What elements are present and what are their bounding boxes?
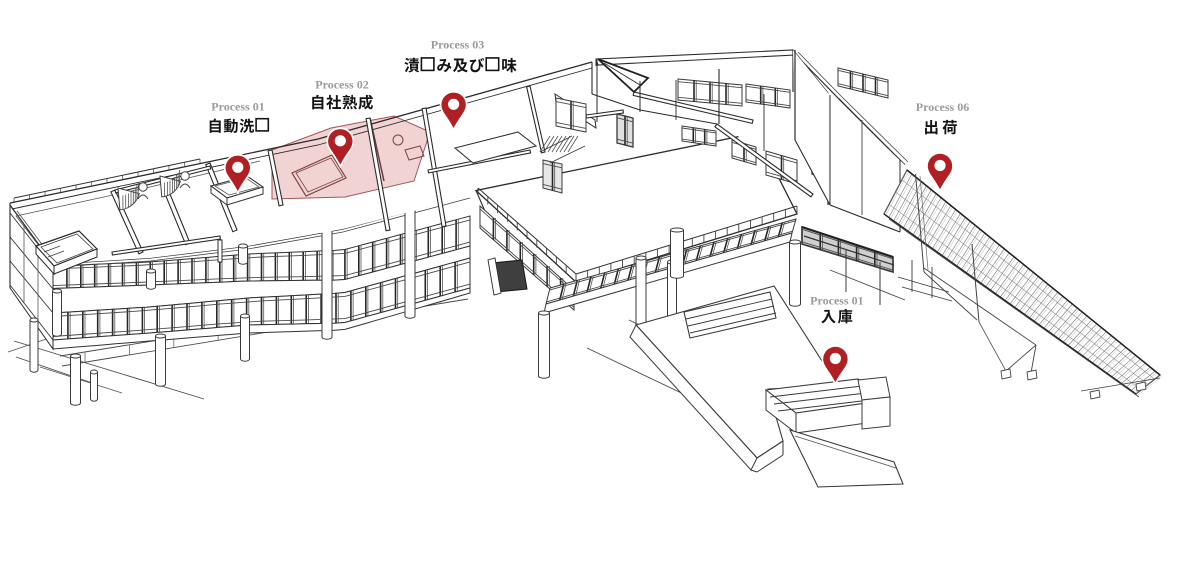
svg-text:Process 02: Process 02 bbox=[315, 78, 368, 92]
svg-text:Process 01: Process 01 bbox=[810, 293, 863, 307]
svg-text:Process 01: Process 01 bbox=[211, 99, 264, 113]
svg-text:Process 03: Process 03 bbox=[431, 37, 484, 51]
svg-text:Process 06: Process 06 bbox=[916, 100, 969, 114]
